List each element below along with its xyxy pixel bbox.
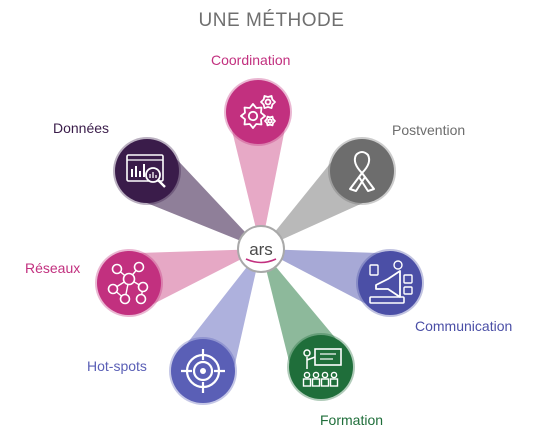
hot-spots-node xyxy=(169,337,237,405)
ars-logo-swoosh xyxy=(245,258,277,264)
reseaux-node xyxy=(95,249,163,317)
formation-node xyxy=(287,333,355,401)
postvention-label: Postvention xyxy=(392,122,466,138)
postvention-circle xyxy=(330,139,394,203)
training-icon xyxy=(302,348,342,387)
donnees-label: Données xyxy=(53,120,110,136)
coordination-label: Coordination xyxy=(211,52,291,68)
coordination-beam xyxy=(227,111,289,249)
ribbon-icon xyxy=(349,151,375,192)
coordination-circle xyxy=(226,80,290,144)
coordination-node xyxy=(224,78,292,146)
communication-node xyxy=(356,249,424,317)
hot-spots-label: Hot-spots xyxy=(87,358,147,374)
hub: ars xyxy=(237,225,285,273)
formation-circle xyxy=(289,335,353,399)
diagram-title: UNE MÉTHODE xyxy=(198,10,345,31)
communication-label: Communication xyxy=(415,318,513,334)
communication-circle xyxy=(358,251,422,315)
postvention-node xyxy=(328,137,396,205)
network-icon xyxy=(107,261,149,305)
nodes-layer xyxy=(95,78,424,405)
formation-label: Formation xyxy=(320,412,384,428)
target-icon xyxy=(181,349,225,393)
megaphone-icon xyxy=(369,260,413,304)
data-analysis-icon xyxy=(126,154,166,188)
gears-icon xyxy=(240,95,276,129)
reseaux-label: Réseaux xyxy=(25,260,81,276)
ars-logo: ars xyxy=(249,240,273,259)
donnees-node xyxy=(113,137,181,205)
